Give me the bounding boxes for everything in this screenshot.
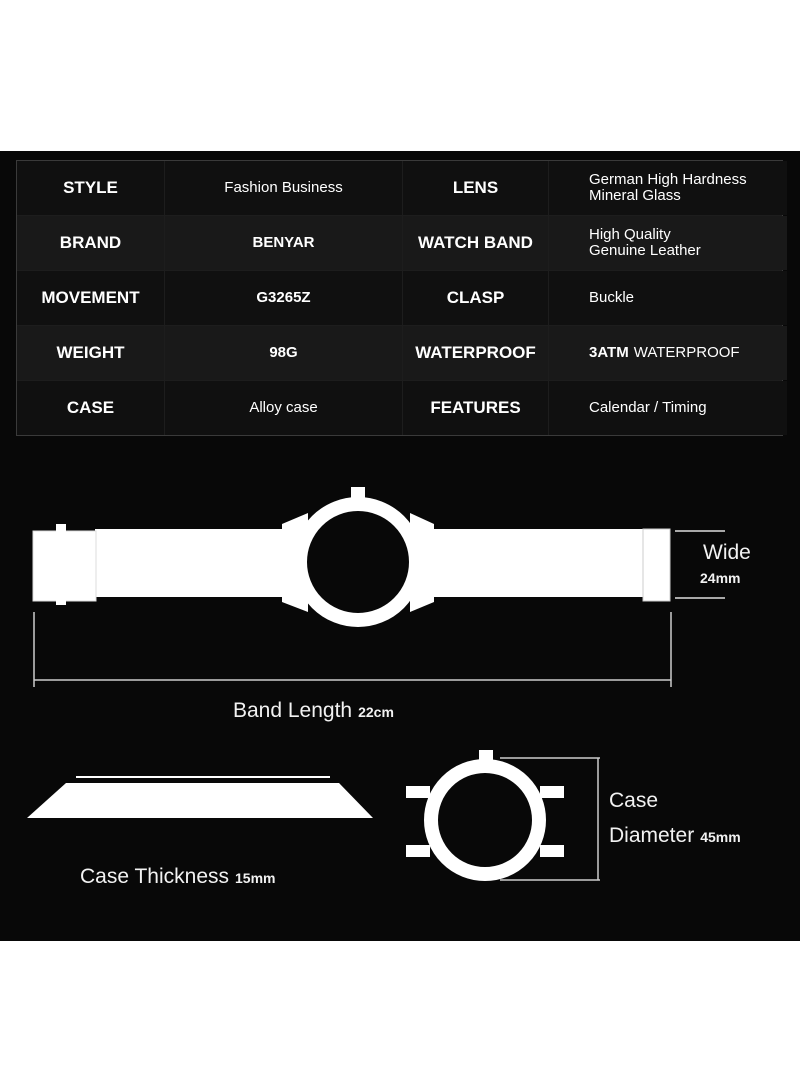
spec-value-watch-band: High Quality Genuine Leather xyxy=(549,216,787,270)
case-thickness-value: 15mm xyxy=(235,870,276,886)
buckle-pin-bottom xyxy=(56,599,66,605)
spec-value-features: Calendar / Timing xyxy=(549,381,787,435)
spec-value-text: 98G xyxy=(269,344,298,361)
wide-dimension xyxy=(675,530,725,599)
spec-value-text: High Quality Genuine Leather xyxy=(589,226,701,259)
spec-label-weight: WEIGHT xyxy=(17,326,164,380)
band-length-label: Band Length 22cm xyxy=(233,699,394,723)
band-tail xyxy=(642,528,671,602)
wide-label: Wide xyxy=(703,541,751,565)
spec-value-case: Alloy case xyxy=(165,381,402,435)
spec-value-style: Fashion Business xyxy=(165,161,402,215)
case-front-crown xyxy=(479,750,493,762)
case-front-view xyxy=(406,750,564,881)
case-label-text: Case xyxy=(609,789,659,812)
spec-label-watch-band: WATCH BAND xyxy=(403,216,548,270)
wide-value: 24mm xyxy=(700,570,740,586)
band-length-value: 22cm xyxy=(358,704,394,720)
spec-value-text: Fashion Business xyxy=(224,179,343,196)
band-buckle xyxy=(32,530,97,602)
spec-value-weight: 98G xyxy=(165,326,402,380)
wide-value-text: 24mm xyxy=(700,570,741,586)
case-thickness-label: Case Thickness 15mm xyxy=(80,865,275,889)
spec-value-lens: German High Hardness Mineral Glass xyxy=(549,161,787,215)
spec-value-text: Buckle xyxy=(589,289,635,306)
band-length-label-text: Band Length xyxy=(233,699,353,722)
wide-label-text: Wide xyxy=(703,541,751,564)
spec-value-text: Alloy case xyxy=(249,399,318,416)
spec-label-lens: LENS xyxy=(403,161,548,215)
diameter-label: Diameter 45mm xyxy=(609,824,741,848)
spec-value-brand: BENYAR xyxy=(165,216,402,270)
spec-value-text: G3265Z xyxy=(256,289,311,306)
case-label: Case xyxy=(609,789,658,813)
spec-label-clasp: CLASP xyxy=(403,271,548,325)
spec-value-text: German High Hardness Mineral Glass xyxy=(589,171,747,204)
buckle-pin-top xyxy=(56,524,66,532)
spec-label-waterproof: WATERPROOF xyxy=(403,326,548,380)
spec-value-text: WATERPROOF xyxy=(633,344,740,361)
spec-value-movement: G3265Z xyxy=(165,271,402,325)
case-front-lug-top-right xyxy=(540,786,564,798)
band-length-dimension xyxy=(33,612,672,687)
spec-label-movement: MOVEMENT xyxy=(17,271,164,325)
spec-label-style: STYLE xyxy=(17,161,164,215)
watch-top-view xyxy=(32,487,671,627)
case-ring xyxy=(293,497,423,627)
case-front-lug-top-left xyxy=(406,786,430,798)
diameter-value: 45mm xyxy=(700,829,741,845)
case-crown xyxy=(351,487,365,499)
spec-table: STYLE Fashion Business LENS German High … xyxy=(16,160,787,436)
case-side-shape xyxy=(27,783,373,818)
case-thickness-label-text: Case Thickness xyxy=(80,865,230,888)
spec-label-features: FEATURES xyxy=(403,381,548,435)
diameter-label-text: Diameter xyxy=(609,824,695,847)
watch-side-view xyxy=(27,776,373,818)
spec-value-text: BENYAR xyxy=(252,234,315,251)
spec-value-text: Calendar / Timing xyxy=(589,399,707,416)
case-front-lug-bottom-right xyxy=(540,845,564,857)
case-front-ring xyxy=(424,759,546,881)
spec-label-case: CASE xyxy=(17,381,164,435)
spec-value-clasp: Buckle xyxy=(549,271,787,325)
case-front-lug-bottom-left xyxy=(406,845,430,857)
diameter-dimension xyxy=(500,757,600,881)
spec-label-brand: BRAND xyxy=(17,216,164,270)
spec-value-bold: 3ATM xyxy=(589,344,629,361)
